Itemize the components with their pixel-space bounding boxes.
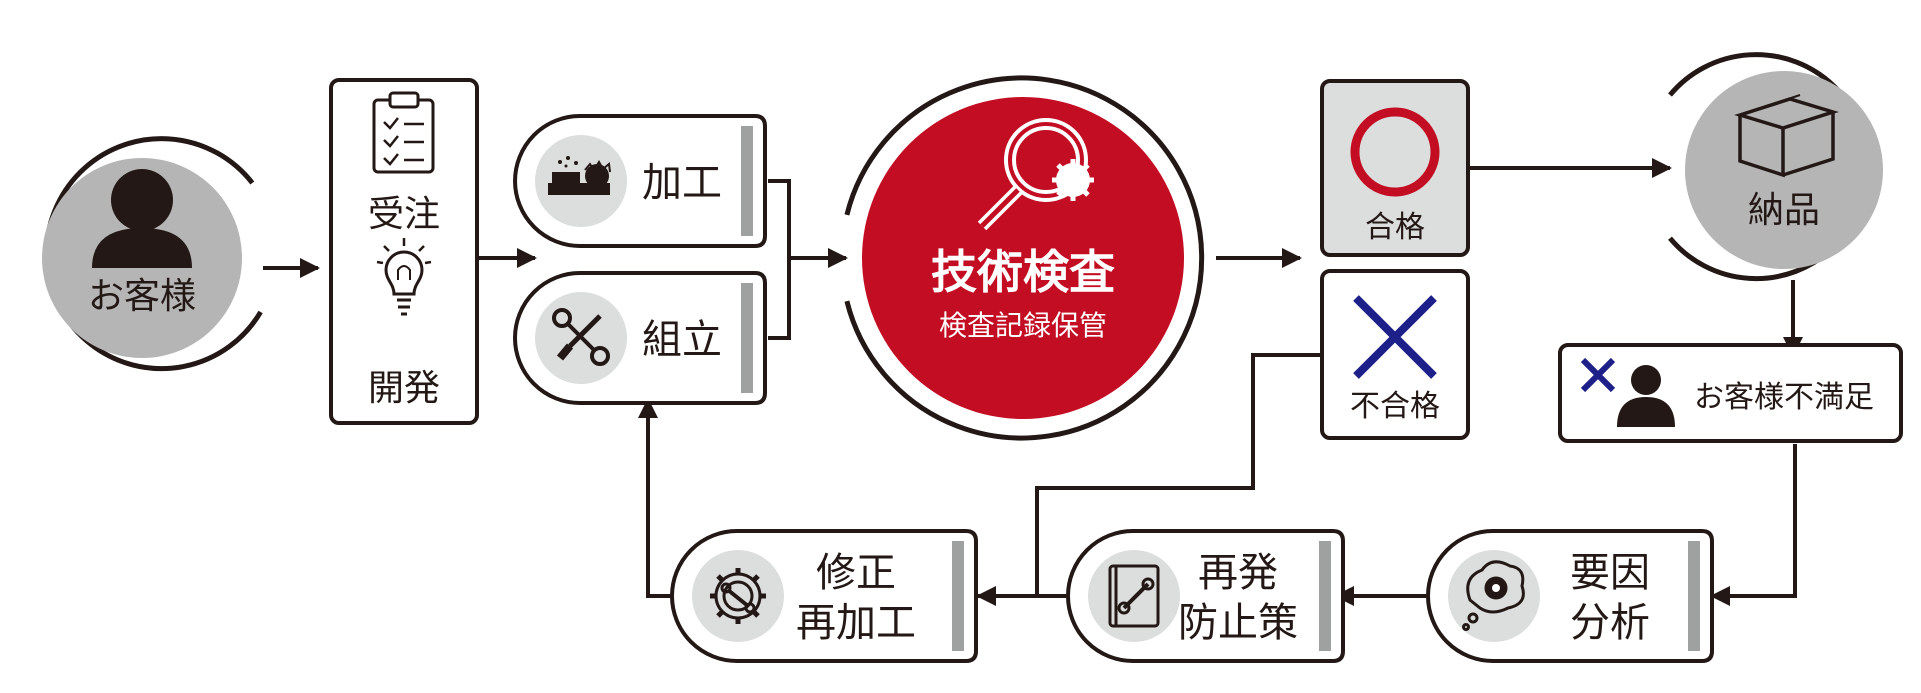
analysis-line1: 要因 (1570, 550, 1650, 596)
fail-label: 不合格 (1350, 389, 1440, 424)
rework-line1: 修正 (816, 550, 896, 596)
pass-label: 合格 (1365, 210, 1425, 245)
lightbulb-icon (376, 238, 432, 316)
inspection-title: 技術検査 (931, 245, 1115, 299)
delivery-label: 納品 (1748, 190, 1820, 231)
manual-icon (1108, 564, 1160, 628)
dissatisfied-label: お客様不満足 (1694, 380, 1874, 415)
assembly-side-bar (741, 283, 753, 393)
circle-mark-icon (1350, 107, 1440, 197)
line-processing-to-inspection (768, 179, 791, 340)
prevention-line2: 防止策 (1178, 600, 1298, 646)
line-fail-to-rework (1035, 353, 1322, 596)
prevention-node: 再発 防止策 (1066, 529, 1345, 663)
connectors (263, 158, 1803, 606)
prevention-side-bar (1319, 541, 1331, 651)
processing-icon-bg (535, 135, 627, 227)
tools-icon (552, 308, 610, 366)
dissatisfied-node: お客様不満足 (1558, 343, 1903, 443)
assembly-node: 組立 (513, 271, 767, 405)
person-small-icon (1617, 365, 1675, 427)
inspection-node: 技術検査 検査記録保管 (844, 75, 1205, 441)
gear-wrench-icon (710, 568, 766, 624)
processing-label: 加工 (642, 160, 722, 206)
customer-label: お客様 (88, 276, 196, 317)
inspection-ring (844, 75, 1205, 441)
rework-node: 修正 再加工 (670, 529, 978, 663)
person-icon (92, 169, 192, 268)
inspection-circle (862, 97, 1184, 419)
assembly-label: 組立 (642, 317, 722, 363)
fail-node: 不合格 (1320, 269, 1470, 440)
analysis-side-bar (1688, 541, 1700, 651)
order-dev-node: 受注 開発 (329, 78, 479, 425)
saw-icon (548, 156, 611, 195)
order-label: 受注 (368, 194, 440, 235)
arrow-dissatisfied-to-analysis (1710, 444, 1797, 606)
thinking-gear-icon (1462, 560, 1525, 631)
magnifier-gear-icon (977, 118, 1094, 231)
arrow-rework-to-assembly (638, 398, 675, 598)
processing-node: 加工 (513, 114, 767, 248)
processing-side-bar (741, 126, 753, 236)
analysis-node: 要因 分析 (1426, 529, 1714, 663)
pass-node: 合格 (1320, 79, 1470, 257)
inspection-subtitle: 検査記録保管 (939, 309, 1107, 342)
fail-box (1320, 269, 1470, 440)
cross-small-icon (1580, 357, 1616, 393)
analysis-line2: 分析 (1570, 600, 1650, 646)
cross-mark-icon (1353, 295, 1437, 379)
prevention-line1: 再発 (1198, 550, 1278, 596)
development-label: 開発 (368, 368, 440, 409)
clipboard-icon (372, 91, 435, 174)
pass-box (1320, 79, 1470, 257)
delivery-node: 納品 (1668, 52, 1883, 282)
rework-line2: 再加工 (796, 600, 916, 646)
box-icon (1734, 94, 1839, 178)
customer-node: お客様 (42, 136, 263, 372)
rework-side-bar (952, 541, 964, 651)
